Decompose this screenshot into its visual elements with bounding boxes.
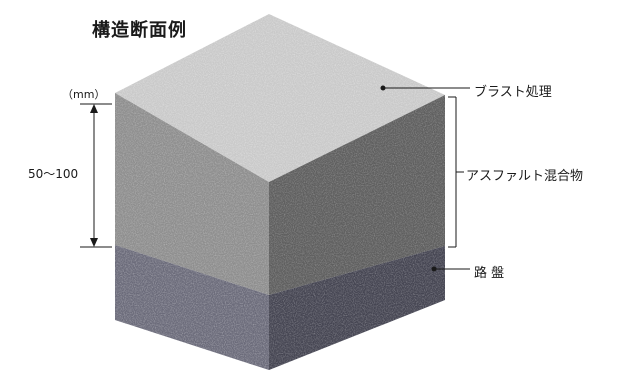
label-blast-treatment: ブラスト処理	[474, 85, 552, 100]
dimension-bracket	[80, 103, 112, 248]
base-side-texture	[269, 246, 445, 370]
asphalt-front-texture	[115, 93, 269, 295]
diagram-title: 構造断面例	[92, 20, 187, 41]
thickness-range: 50～100	[28, 167, 79, 181]
base-front-texture	[115, 245, 269, 370]
blast-surface-texture	[115, 14, 445, 182]
asphalt-side-texture	[269, 95, 445, 295]
cube	[115, 14, 445, 370]
dimension-unit: （mm）	[62, 88, 106, 101]
asphalt-bracket	[448, 96, 464, 248]
label-asphalt-mixture: アスファルト混合物	[466, 169, 584, 184]
leader-lines	[380, 85, 470, 272]
label-base-course: 路 盤	[474, 266, 505, 281]
